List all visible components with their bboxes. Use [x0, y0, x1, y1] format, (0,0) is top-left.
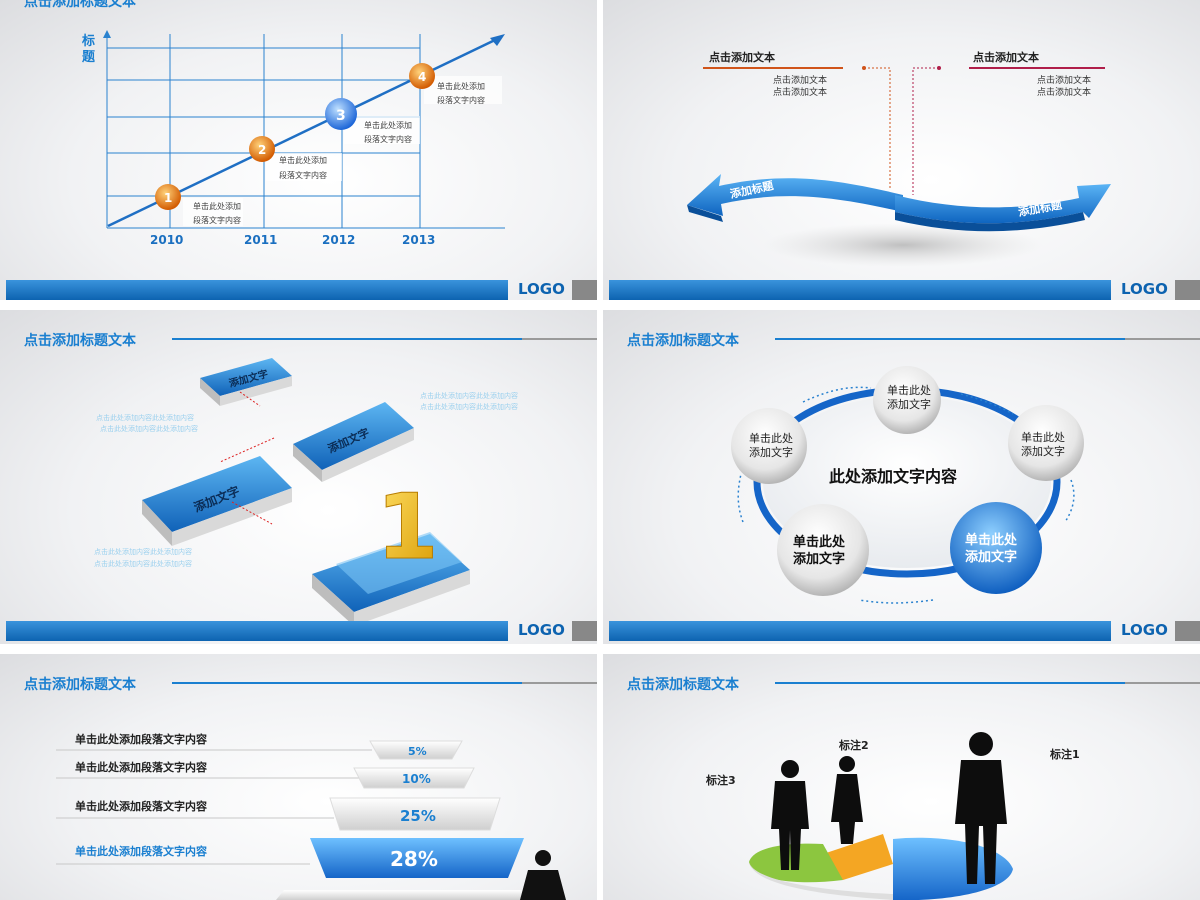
y-label-1: 标	[81, 33, 95, 49]
slide-arrows[interactable]: 点击添加文本 点击添加文本 点击添加文本 点击添加文本 点击添加文本 点击添加文…	[603, 0, 1200, 300]
pyramid-chart: 单击此处添加段落文字内容 单击此处添加段落文字内容 单击此处添加段落文字内容 单…	[0, 654, 597, 900]
label-1: 标注1	[1049, 747, 1080, 761]
svg-text:单击此处: 单击此处	[1021, 431, 1065, 444]
pyramid-step-3[interactable]: 25%	[330, 798, 500, 830]
wave-arrow-diagram: 点击添加文本 点击添加文本 点击添加文本 点击添加文本 点击添加文本 点击添加文…	[603, 0, 1200, 300]
slide-timeline[interactable]: 点击添加标题文本 标 题 2010 2011 2012 2013	[0, 0, 597, 300]
marker-2[interactable]: 2	[249, 136, 275, 162]
row-label: 单击此处添加段落文字内容	[75, 760, 207, 774]
label-2: 标注2	[838, 738, 869, 752]
svg-text:1: 1	[164, 191, 172, 205]
cycle-node-left[interactable]: 单击此处 添加文字	[731, 408, 807, 484]
note-text: 单击此处添加	[437, 81, 485, 91]
note-text: 单击此处添加	[364, 120, 412, 130]
block-large[interactable]: 添加文字	[142, 456, 292, 546]
text-right-sub: 点击添加文本	[1037, 86, 1091, 98]
svg-text:10%: 10%	[402, 772, 431, 786]
note-text: 段落文字内容	[437, 95, 485, 105]
svg-text:单击此处: 单击此处	[887, 384, 931, 397]
marker-1[interactable]: 1	[155, 184, 181, 210]
note-text: 单击此处添加	[193, 201, 241, 211]
pyramid-base	[276, 890, 548, 900]
svg-text:25%: 25%	[400, 807, 436, 825]
note-text: 段落文字内容	[279, 170, 327, 180]
footer-gray-block	[1175, 621, 1200, 641]
person-silhouette	[520, 850, 566, 900]
marker-4[interactable]: 4	[409, 63, 435, 89]
text-right-title: 点击添加文本	[973, 50, 1039, 64]
text-right-sub: 点击添加文本	[1037, 74, 1091, 86]
center-text: 此处添加文字内容	[829, 467, 957, 486]
svg-text:2: 2	[258, 143, 266, 157]
svg-text:添加文字: 添加文字	[965, 549, 1017, 565]
footer-bar	[609, 621, 1111, 641]
pyramid-step-4[interactable]: 28%	[310, 838, 524, 878]
text-left-sub: 点击添加文本	[773, 86, 827, 98]
note-text: 点击此处添加内容此处添加内容	[94, 547, 192, 556]
marker-3[interactable]: 3	[325, 98, 357, 130]
svg-text:添加文字: 添加文字	[793, 551, 845, 567]
note-text: 点击此处添加内容此处添加内容	[420, 402, 518, 411]
slide-people-pie[interactable]: 点击添加标题文本 标注1 标注2 标注3	[603, 654, 1200, 900]
slide-pyramid[interactable]: 点击添加标题文本 单击此处添加段落文字内容 单击此处添加段落文字内容 单击此处添…	[0, 654, 597, 900]
logo: LOGO	[518, 621, 565, 639]
year-label: 2010	[150, 233, 183, 247]
logo: LOGO	[1121, 621, 1168, 639]
slide-cycle[interactable]: 点击添加标题文本 此处添加文字内容 单击此处 添加文字 单击此处 添加文字	[603, 310, 1200, 644]
note-text: 点击此处添加内容此处添加内容	[420, 391, 518, 400]
person-silhouette-2	[831, 756, 863, 844]
cycle-diagram: 此处添加文字内容 单击此处 添加文字 单击此处 添加文字 单击此处 添加文字 单…	[603, 310, 1200, 644]
footer-bar	[6, 280, 508, 300]
cycle-node-bottom-right[interactable]: 单击此处 添加文字	[950, 502, 1042, 594]
y-label-2: 题	[82, 50, 96, 65]
svg-text:单击此处: 单击此处	[965, 532, 1018, 548]
note-text: 点击此处添加内容此处添加内容	[96, 413, 194, 422]
text-left-sub: 点击添加文本	[773, 74, 827, 86]
block-mid[interactable]: 添加文字	[293, 402, 414, 482]
svg-text:单击此处: 单击此处	[749, 432, 793, 445]
note-text: 单击此处添加	[279, 155, 327, 165]
block-small[interactable]: 添加文字	[200, 358, 292, 406]
svg-text:3: 3	[336, 108, 346, 124]
pyramid-step-1[interactable]: 5%	[370, 741, 462, 759]
text-left-title: 点击添加文本	[709, 50, 775, 64]
note-text: 点击此处添加内容此处添加内容	[100, 424, 198, 433]
row-label: 单击此处添加段落文字内容	[75, 844, 207, 858]
footer-gray-block	[1175, 280, 1200, 300]
slide-blocks[interactable]: 点击添加标题文本 添加文字 添加文字 添加文字	[0, 310, 597, 644]
year-label: 2013	[402, 233, 435, 247]
blocks-diagram: 添加文字 添加文字 添加文字 1 点击此处添加内容此处添加内容 点击此处添加内容…	[0, 310, 597, 644]
svg-text:添加文字: 添加文字	[749, 445, 793, 459]
timeline-chart: 标 题 2010 2011 2012 2013 单击此处添加 段落文字内容 单击…	[0, 0, 597, 300]
logo: LOGO	[1121, 280, 1168, 298]
svg-text:添加文字: 添加文字	[1021, 444, 1065, 458]
note-text: 点击此处添加内容此处添加内容	[94, 559, 192, 568]
row-label: 单击此处添加段落文字内容	[75, 732, 207, 746]
svg-text:4: 4	[418, 70, 426, 84]
cycle-node-top[interactable]: 单击此处 添加文字	[873, 366, 941, 434]
footer-bar	[609, 280, 1111, 300]
svg-text:5%: 5%	[408, 745, 427, 758]
svg-text:添加文字: 添加文字	[887, 397, 931, 411]
big-number: 1	[376, 475, 439, 580]
svg-text:单击此处: 单击此处	[793, 534, 846, 550]
note-text: 段落文字内容	[364, 134, 412, 144]
svg-text:28%: 28%	[390, 847, 438, 871]
cycle-node-bottom-left[interactable]: 单击此处 添加文字	[777, 504, 869, 596]
arrow-left[interactable]	[687, 174, 903, 216]
label-3: 标注3	[705, 773, 736, 787]
logo: LOGO	[518, 280, 565, 298]
row-label: 单击此处添加段落文字内容	[75, 799, 207, 813]
footer-gray-block	[572, 280, 597, 300]
year-label: 2012	[322, 233, 355, 247]
footer-gray-block	[572, 621, 597, 641]
year-label: 2011	[244, 233, 277, 247]
y-axis-arrow	[103, 30, 111, 38]
note-text: 段落文字内容	[193, 215, 241, 225]
cycle-node-right[interactable]: 单击此处 添加文字	[1008, 405, 1084, 481]
people-pie-diagram: 标注1 标注2 标注3	[603, 654, 1200, 900]
pyramid-step-2[interactable]: 10%	[354, 768, 474, 788]
footer-bar	[6, 621, 508, 641]
